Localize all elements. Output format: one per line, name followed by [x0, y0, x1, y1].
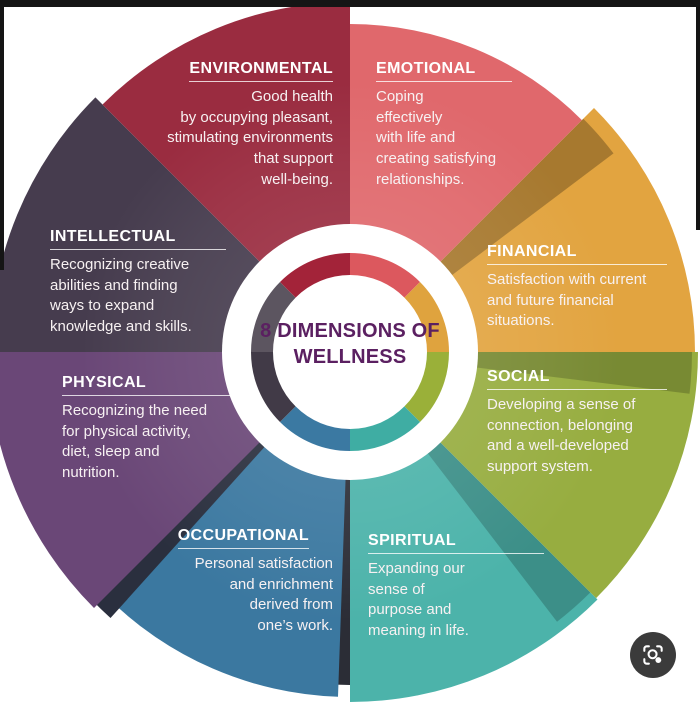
ring-arc-social [404, 352, 449, 422]
wheel-center-title: 8 DIMENSIONS OF WELLNESS [260, 320, 440, 368]
segment-title-physical: PHYSICAL [62, 374, 244, 396]
segment-label-financial: FINANCIAL Satisfaction with current and … [487, 243, 667, 332]
right-border [696, 0, 700, 230]
segment-label-environmental: ENVIRONMENTAL Good health by occupying p… [83, 60, 333, 190]
segment-title-social: SOCIAL [487, 368, 667, 390]
segment-description-spiritual: Expanding our sense of purpose and meani… [368, 560, 469, 640]
segment-description-occupational: Personal satisfaction and enrichment der… [194, 555, 333, 635]
center-circle [274, 276, 426, 428]
segment-description-emotional: Coping effectively with life and creatin… [376, 88, 497, 188]
ring-arc-environmental [280, 253, 350, 298]
segment-description-intellectual: Recognizing creative abilities and findi… [50, 256, 192, 336]
segment-title-financial: FINANCIAL [487, 243, 667, 265]
lens-search-icon [643, 645, 663, 665]
segment-label-emotional: EMOTIONAL Coping effectively with life a… [376, 60, 512, 190]
ring-arc-emotional [350, 253, 420, 298]
segment-label-physical: PHYSICAL Recognizing the need for physic… [62, 374, 244, 484]
segment-title-intellectual: INTELLECTUAL [50, 228, 226, 250]
segment-description-social: Developing a sense of connection, belong… [487, 396, 636, 476]
ring-arc-physical [251, 352, 296, 422]
segment-label-occupational: OCCUPATIONAL Personal satisfaction and e… [95, 527, 333, 637]
ring-arc-financial [404, 282, 449, 352]
segment-title-emotional: EMOTIONAL [376, 60, 512, 82]
segment-title-spiritual: SPIRITUAL [368, 532, 544, 554]
segment-title-occupational: OCCUPATIONAL [177, 527, 309, 549]
segment-label-social: SOCIAL Developing a sense of connection,… [487, 368, 667, 478]
ring-arc-spiritual [350, 406, 420, 451]
segment-label-spiritual: SPIRITUAL Expanding our sense of purpose… [368, 532, 544, 642]
segment-label-intellectual: INTELLECTUAL Recognizing creative abilit… [50, 228, 226, 338]
segment-description-physical: Recognizing the need for physical activi… [62, 402, 208, 482]
segment-description-environmental: Good health by occupying pleasant, stimu… [167, 88, 333, 188]
segment-description-financial: Satisfaction with current and future fin… [487, 271, 647, 330]
segment-title-environmental: ENVIRONMENTAL [189, 60, 333, 82]
ring-arc-occupational [280, 406, 350, 451]
top-border [0, 0, 700, 7]
lens-search-button[interactable] [630, 632, 676, 678]
left-border [0, 0, 4, 270]
ring-arc-intellectual [251, 282, 296, 352]
